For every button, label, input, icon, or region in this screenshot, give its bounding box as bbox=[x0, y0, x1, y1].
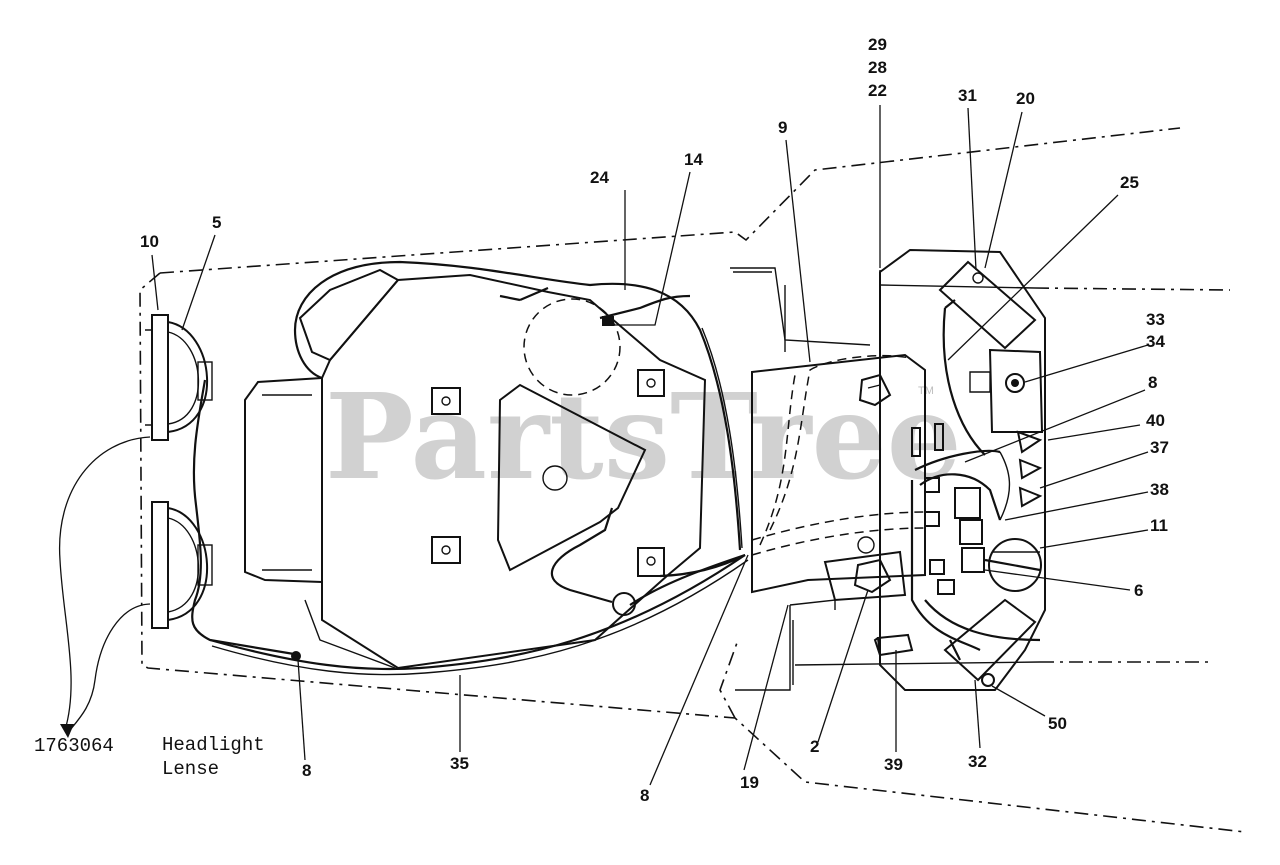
callout-24: 24 bbox=[590, 168, 609, 187]
callout-37: 37 bbox=[1150, 438, 1169, 457]
hood-outline bbox=[139, 127, 1246, 833]
callout-8-left: 8 bbox=[302, 761, 311, 780]
callout-31: 31 bbox=[958, 86, 977, 105]
leader-lines bbox=[58, 105, 1149, 786]
key-switch-bracket bbox=[735, 536, 1041, 691]
callout-20: 20 bbox=[1016, 89, 1035, 108]
callout-39: 39 bbox=[884, 755, 903, 774]
callout-38: 38 bbox=[1150, 480, 1169, 499]
callout-25: 25 bbox=[1120, 173, 1139, 192]
callout-33: 33 bbox=[1146, 310, 1165, 329]
callout-10: 10 bbox=[140, 232, 159, 251]
callout-19: 19 bbox=[740, 773, 759, 792]
callout-29: 29 bbox=[868, 35, 887, 54]
part-number: 1763064 bbox=[34, 735, 114, 757]
headlight-upper bbox=[145, 314, 213, 441]
callout-2: 2 bbox=[810, 737, 819, 756]
right-console bbox=[873, 248, 1046, 691]
headlight-note-line2: Lense bbox=[162, 758, 219, 780]
headlight-lower bbox=[151, 501, 213, 629]
callout-labels: 10 5 24 14 9 29 28 22 31 20 25 33 34 8 4… bbox=[140, 35, 1169, 805]
callout-34: 34 bbox=[1146, 332, 1165, 351]
callout-28: 28 bbox=[868, 58, 887, 77]
headlight-note-line1: Headlight bbox=[162, 734, 265, 756]
callout-6: 6 bbox=[1134, 581, 1143, 600]
dash-panel bbox=[730, 267, 926, 594]
callout-35: 35 bbox=[450, 754, 469, 773]
callout-8-upper: 8 bbox=[1148, 373, 1157, 392]
callout-14: 14 bbox=[684, 150, 703, 169]
callout-32: 32 bbox=[968, 752, 987, 771]
callout-5: 5 bbox=[212, 213, 221, 232]
callout-40: 40 bbox=[1146, 411, 1165, 430]
callout-50: 50 bbox=[1048, 714, 1067, 733]
callout-11: 11 bbox=[1150, 516, 1168, 535]
callout-22: 22 bbox=[868, 81, 887, 100]
callout-8-lower: 8 bbox=[640, 786, 649, 805]
callout-9: 9 bbox=[778, 118, 787, 137]
watermark-text: PartsTree bbox=[325, 367, 962, 506]
